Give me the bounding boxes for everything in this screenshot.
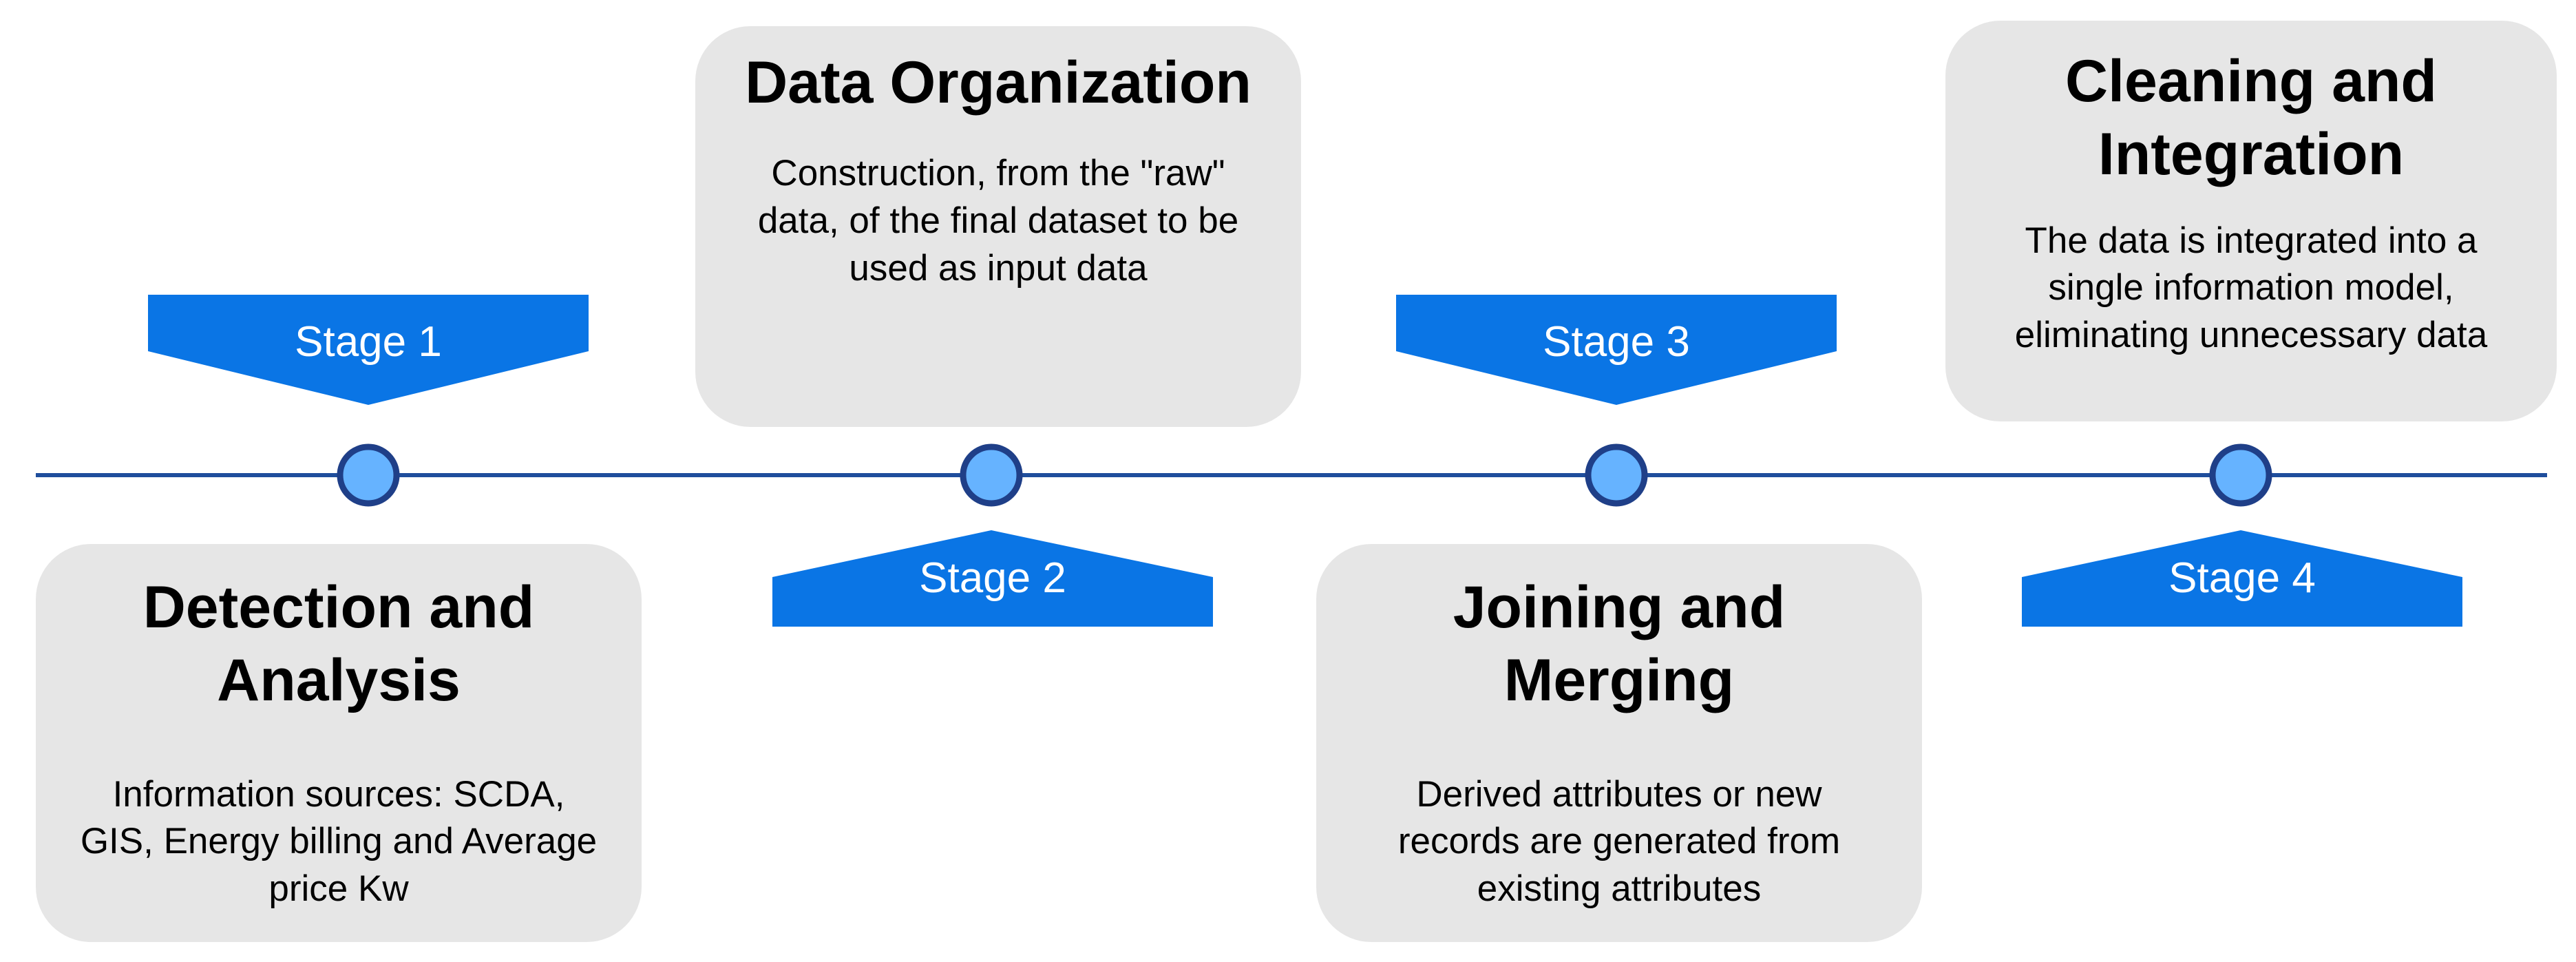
stage-4-description: The data is integrated into a single inf…	[2014, 220, 2488, 356]
stage-2-title: Data Organization	[745, 50, 1252, 116]
stage-4-label: Stage 4	[2168, 554, 2316, 602]
stage-4-card: Cleaning and Integration The data is int…	[1945, 21, 2557, 421]
stage-3-title: Joining and Merging	[1453, 574, 1786, 713]
stage-1-pennant	[148, 295, 589, 405]
stage-4-title: Cleaning and Integration	[2065, 48, 2437, 187]
stage-1-node	[337, 443, 400, 507]
stage-2-label: Stage 2	[919, 554, 1066, 602]
stage-3-node	[1585, 443, 1648, 507]
stage-3-description: Derived attributes or new records are ge…	[1397, 773, 1841, 910]
stage-2-description: Construction, from the "raw" data, of th…	[757, 152, 1239, 289]
stage-2-card: Data Organization Construction, from the…	[695, 26, 1301, 427]
stage-1-label: Stage 1	[295, 318, 442, 366]
stage-4-node	[2209, 443, 2272, 507]
stage-2-pennant	[772, 530, 1213, 627]
stage-3-card: Joining and Merging Derived attributes o…	[1316, 544, 1922, 942]
stage-3-label: Stage 3	[1543, 318, 1690, 366]
stage-1-description: Information sources: SCDA, GIS, Energy b…	[80, 773, 598, 910]
stage-4-pennant	[2022, 530, 2462, 627]
stage-1-title: Detection and Analysis	[142, 574, 535, 713]
stage-3-pennant	[1396, 295, 1837, 405]
stage-1-card: Detection and Analysis Information sourc…	[36, 544, 642, 942]
stage-2-node	[960, 443, 1023, 507]
